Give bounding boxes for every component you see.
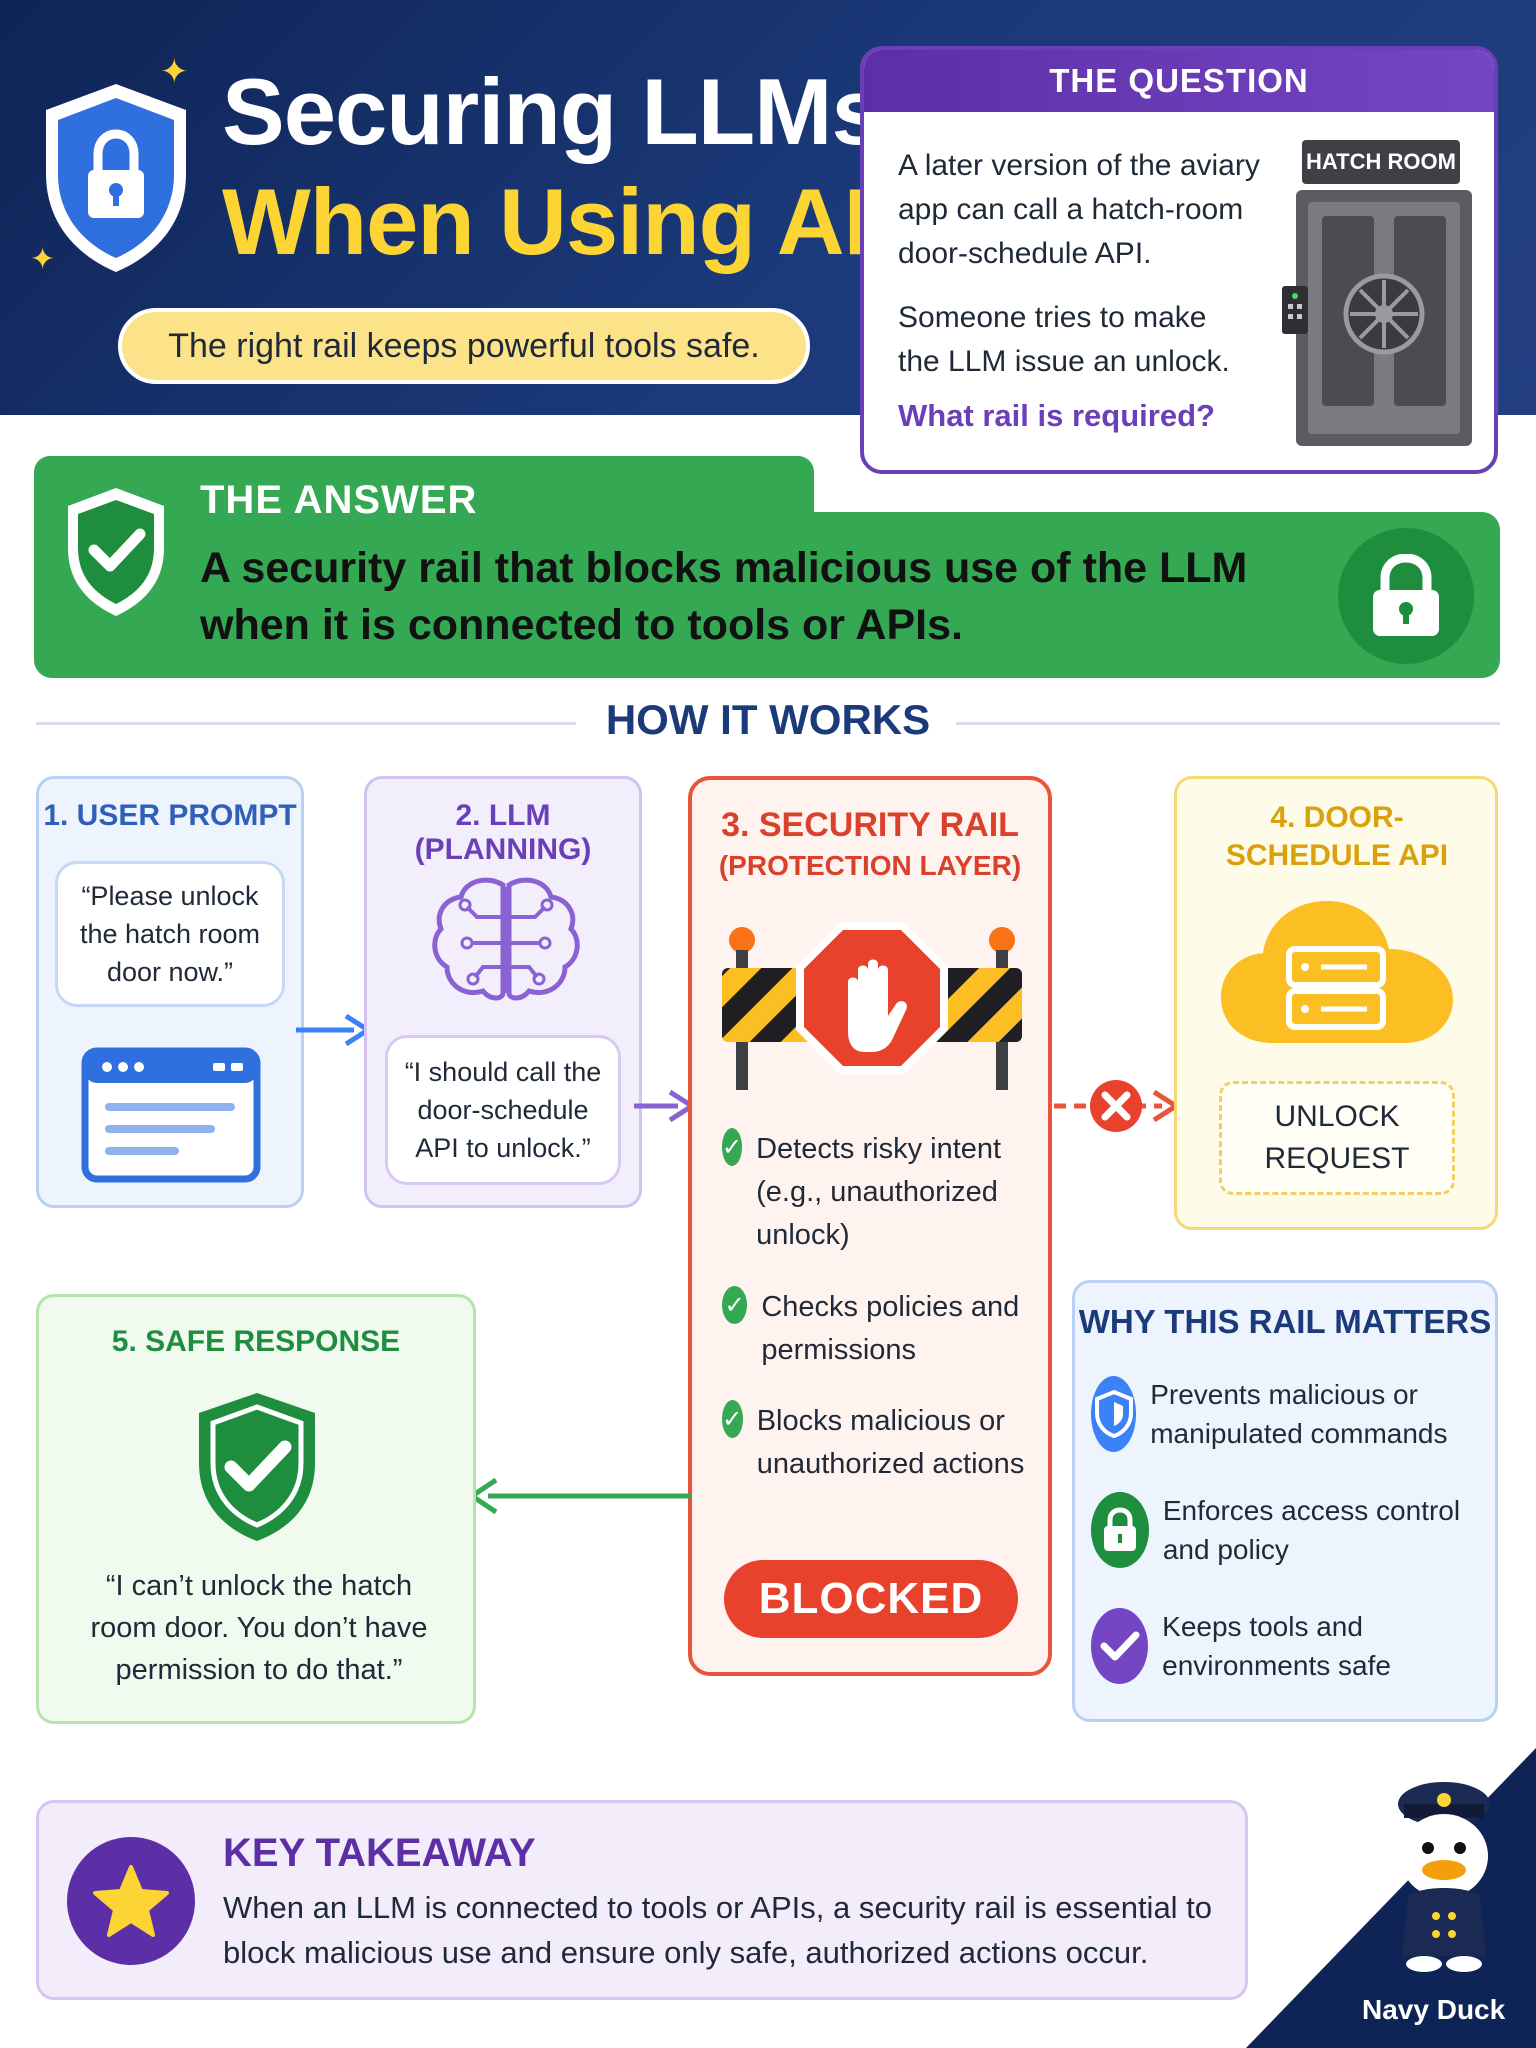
why-item-text: Prevents malicious or manipulated comman…: [1150, 1379, 1448, 1449]
step-llm-planning: 2. LLM (PLANNING) “I should call the doo…: [364, 776, 642, 1208]
why-title: WHY THIS RAIL MATTERS: [1078, 1303, 1492, 1340]
step-title: 5. SAFE RESPONSE: [111, 1325, 401, 1358]
cloud-server-icon: [1221, 901, 1453, 1043]
step-door-schedule-api: 4. DOOR-SCHEDULE API UNLOCK REQUEST: [1174, 776, 1498, 1230]
llm-thought-bubble: “I should call the door-schedule API to …: [385, 1035, 621, 1185]
step-title: 3. SECURITY RAIL: [721, 806, 1019, 844]
flow-arrow: [634, 1089, 695, 1123]
question-heading: THE QUESTION: [864, 50, 1494, 112]
unlock-request-label: UNLOCK REQUEST: [1264, 1100, 1410, 1175]
check-item: ✓ Checks policies and permissions: [722, 1286, 1042, 1372]
barrier-stop-icon: [722, 922, 1022, 1090]
flow-arrow: [296, 1013, 371, 1047]
check-item: ✓ Blocks malicious or unauthorized actio…: [722, 1400, 1042, 1486]
subtitle-pill: The right rail keeps powerful tools safe…: [118, 308, 810, 384]
why-item: Enforces access control and policy: [1091, 1491, 1491, 1569]
why-item: Prevents malicious or manipulated comman…: [1091, 1375, 1491, 1453]
vault-door-icon: [1282, 190, 1472, 446]
browser-window-icon: [81, 1047, 261, 1183]
blocked-status-badge: BLOCKED: [724, 1560, 1018, 1638]
how-it-works-title: HOW IT WORKS: [605, 696, 931, 743]
check-icon: [1091, 1608, 1149, 1684]
navy-duck-mascot: [1398, 1782, 1490, 1972]
safe-response-text: “I can’t unlock the hatch room door. You…: [90, 1570, 428, 1686]
step-subtitle: (PROTECTION LAYER): [718, 850, 1022, 881]
question-paragraph-1: A later version of the aviary app can ca…: [898, 149, 1260, 270]
page-title-line2: When Using APIs: [222, 169, 983, 274]
question-card: THE QUESTION A later version of the avia…: [860, 46, 1498, 474]
check-text: Checks policies and permissions: [761, 1291, 1020, 1366]
lock-icon: [1091, 1492, 1149, 1568]
sparkle-icon: ✦: [30, 243, 56, 276]
takeaway-text: When an LLM is connected to tools or API…: [223, 1890, 1213, 1970]
why-item-text: Keeps tools and environments safe: [1162, 1611, 1391, 1681]
takeaway-title: KEY TAKEAWAY: [223, 1831, 536, 1875]
page-title-line1: Securing LLMs: [222, 59, 884, 164]
step-safe-response: 5. SAFE RESPONSE “I can’t unlock the hat…: [36, 1294, 476, 1724]
brain-icon: [432, 877, 580, 1001]
shield-check-icon: [68, 488, 164, 616]
key-takeaway-card: KEY TAKEAWAY When an LLM is connected to…: [36, 1800, 1248, 2000]
why-item-text: Enforces access control and policy: [1162, 1495, 1461, 1565]
check-icon: ✓: [722, 1400, 743, 1438]
answer-lock-badge: [1338, 528, 1474, 664]
shield-lock-icon: [46, 84, 186, 272]
divider-line: [36, 722, 576, 725]
step-security-rail: 3. SECURITY RAIL (PROTECTION LAYER) ✓ De…: [688, 776, 1052, 1676]
step-title: 1. USER PROMPT: [43, 799, 297, 832]
answer-box: [34, 512, 1500, 678]
check-text: Blocks malicious or unauthorized actions: [756, 1405, 1025, 1480]
divider-line: [956, 722, 1500, 725]
check-icon: ✓: [722, 1128, 743, 1166]
step-user-prompt: 1. USER PROMPT “Please unlock the hatch …: [36, 776, 304, 1208]
star-icon: [93, 1865, 169, 1937]
sparkle-icon: ✦: [160, 53, 189, 91]
question-paragraph-2: Someone tries to make the LLM issue an u…: [898, 301, 1230, 378]
flow-arrow: [469, 1477, 692, 1515]
why-item: Keeps tools and environments safe: [1091, 1607, 1491, 1685]
lock-icon: [1373, 554, 1439, 636]
unlock-request-box: UNLOCK REQUEST: [1219, 1081, 1455, 1195]
step-title: 4. DOOR-SCHEDULE API: [1225, 801, 1449, 872]
shield-icon: [1091, 1376, 1137, 1452]
step-title: 2. LLM (PLANNING): [414, 799, 592, 866]
user-prompt-bubble: “Please unlock the hatch room door now.”: [55, 861, 285, 1007]
why-rail-matters-card: WHY THIS RAIL MATTERS Prevents malicious…: [1072, 1280, 1498, 1722]
question-ask: What rail is required?: [898, 398, 1215, 433]
answer-text: A security rail that blocks malicious us…: [200, 544, 1248, 649]
blocked-arrow: [1054, 1080, 1179, 1132]
answer-label: THE ANSWER: [200, 478, 478, 522]
brand-name: Navy Duck: [1362, 1994, 1506, 2025]
check-icon: ✓: [722, 1286, 748, 1324]
check-text: Detects risky intent (e.g., unauthorized…: [756, 1133, 1002, 1251]
check-item: ✓ Detects risky intent (e.g., unauthoriz…: [722, 1128, 1042, 1257]
hatch-room-label: HATCH ROOM: [1302, 140, 1460, 184]
shield-check-icon: [199, 1393, 315, 1541]
star-badge: [67, 1837, 195, 1965]
